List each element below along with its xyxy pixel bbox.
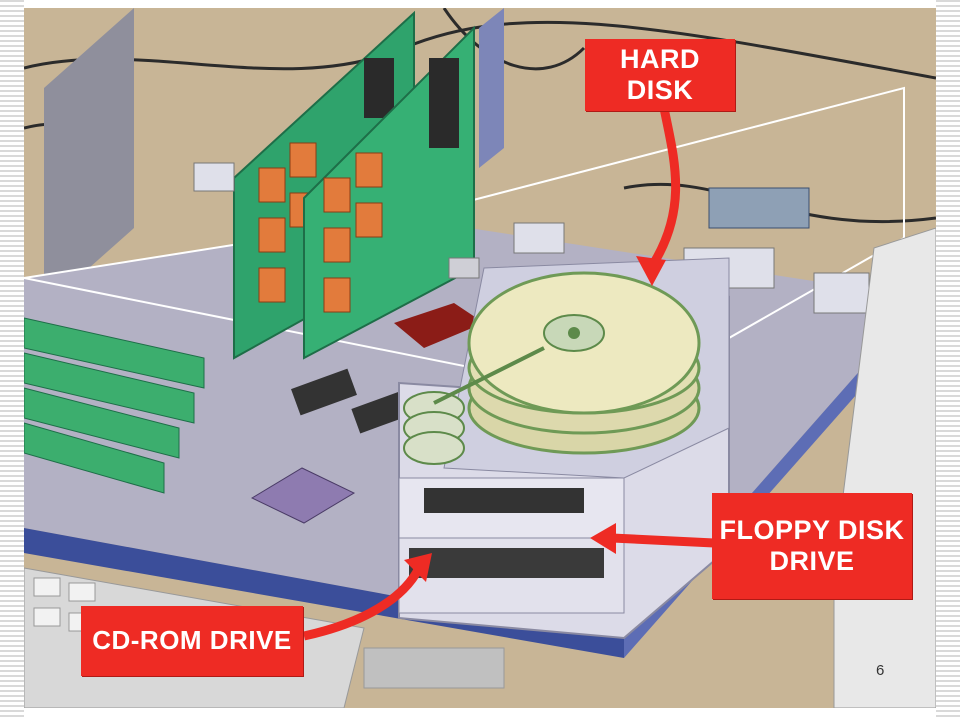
- floppy-label-line1: FLOPPY DISK: [719, 514, 905, 545]
- keyboard-keys: [363, 647, 505, 689]
- cd-rom-arrowhead: [404, 553, 432, 582]
- cpu-chip: [250, 467, 356, 524]
- connector: [193, 162, 235, 192]
- chip: [394, 303, 484, 348]
- ram-module: [24, 317, 205, 494]
- chip: [291, 368, 357, 416]
- cable: [442, 8, 586, 71]
- cd-tray: [409, 548, 604, 578]
- computer-illustration: HARD DISK FLOPPY DISK DRIVE CD-ROM DRIVE: [24, 8, 936, 708]
- slide-stripe-right: [936, 0, 960, 720]
- hard-disk: [403, 257, 730, 479]
- connector: [513, 222, 565, 254]
- floppy-arrow: [611, 533, 715, 548]
- key: [68, 582, 96, 602]
- hard-disk-label: HARD DISK: [585, 39, 735, 111]
- cd-rom-label-text: CD-ROM DRIVE: [92, 625, 292, 656]
- illustration-svg: [24, 8, 936, 708]
- floppy-disk-drive-label: FLOPPY DISK DRIVE: [712, 493, 912, 599]
- connector: [813, 272, 870, 314]
- page-number: 6: [876, 662, 885, 679]
- expansion-card: [303, 25, 475, 360]
- floppy-slot: [424, 488, 584, 513]
- floppy-arrowhead: [590, 523, 616, 554]
- card-bracket: [479, 8, 504, 168]
- cd-rom-arrow: [303, 565, 424, 641]
- case-back-panel: [44, 8, 134, 308]
- slide-stripe-left: [0, 0, 24, 720]
- key: [33, 607, 61, 627]
- cd-rom-drive-label: CD-ROM DRIVE: [81, 606, 303, 676]
- serial-port: [708, 187, 810, 229]
- case-outline: [24, 86, 905, 279]
- hard-disk-arrow: [648, 107, 681, 269]
- floppy-label-line2: DRIVE: [769, 546, 855, 576]
- hard-disk-arrowhead: [636, 256, 666, 286]
- hard-disk-label-text: HARD DISK: [620, 43, 700, 105]
- chip: [448, 257, 480, 279]
- key: [33, 577, 61, 597]
